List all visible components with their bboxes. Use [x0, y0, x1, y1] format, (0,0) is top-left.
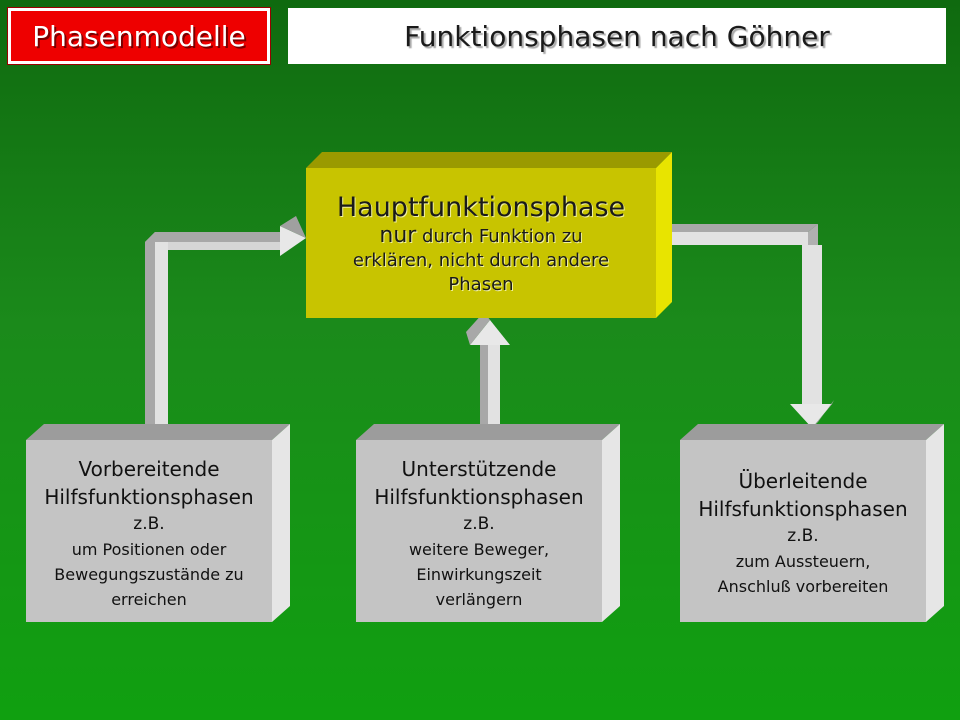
page-title: Funktionsphasen nach Göhner: [288, 8, 946, 64]
box-middle-line2: Einwirkungszeit: [416, 564, 542, 584]
main-box: [306, 152, 672, 318]
box-middle: [356, 424, 620, 622]
box-middle-line1: weitere Beweger,: [408, 539, 550, 559]
box-left-head2: Hilfsfunktionsphasen: [44, 484, 254, 509]
main-box-line1: nur durch Funktion zu: [379, 222, 583, 249]
section-badge: Phasenmodelle: [7, 7, 271, 65]
box-right-text: Überleitende Hilfsfunktionsphasen z.B. z…: [678, 442, 928, 624]
main-box-nur: nur: [379, 222, 417, 248]
box-left-line3: erreichen: [111, 589, 187, 609]
box-right: [680, 424, 944, 622]
main-box-line2: erklären, nicht durch andere: [352, 249, 610, 271]
main-box-text: Hauptfunktionsphase nur durch Funktion z…: [306, 170, 656, 318]
main-box-line1-rest: durch Funktion zu: [416, 225, 583, 247]
box-left-line1: um Positionen oder: [71, 539, 227, 559]
arrow-left-to-main: [145, 216, 306, 440]
arrow-middle-to-main: [466, 312, 510, 440]
box-left-zb: z.B.: [133, 513, 165, 534]
box-middle-head1: Unterstützende: [401, 456, 557, 481]
box-right-line2: Anschluß vorbereiten: [717, 577, 889, 596]
box-left: [26, 424, 290, 622]
box-left-text: Vorbereitende Hilfsfunktionsphasen z.B. …: [24, 442, 274, 624]
arrow-main-to-right: [656, 224, 834, 428]
main-box-title: Hauptfunktionsphase: [336, 191, 626, 223]
section-badge-label: Phasenmodelle: [32, 19, 246, 53]
main-box-line3: Phasen: [448, 273, 514, 295]
box-left-head1: Vorbereitende: [78, 456, 220, 481]
box-left-line2: Bewegungszustände zu: [54, 564, 244, 584]
box-middle-text: Unterstützende Hilfsfunktionsphasen z.B.…: [354, 442, 604, 624]
box-middle-head2: Hilfsfunktionsphasen: [374, 484, 584, 509]
box-middle-line3: verlängern: [435, 589, 523, 609]
box-right-line1: zum Aussteuern,: [735, 552, 871, 571]
box-right-zb: z.B.: [787, 526, 819, 546]
box-middle-zb: z.B.: [463, 513, 495, 534]
box-right-head2: Hilfsfunktionsphasen: [698, 497, 908, 521]
page-title-text: Funktionsphasen nach Göhner: [404, 19, 830, 53]
box-right-head1: Überleitende: [738, 469, 868, 493]
